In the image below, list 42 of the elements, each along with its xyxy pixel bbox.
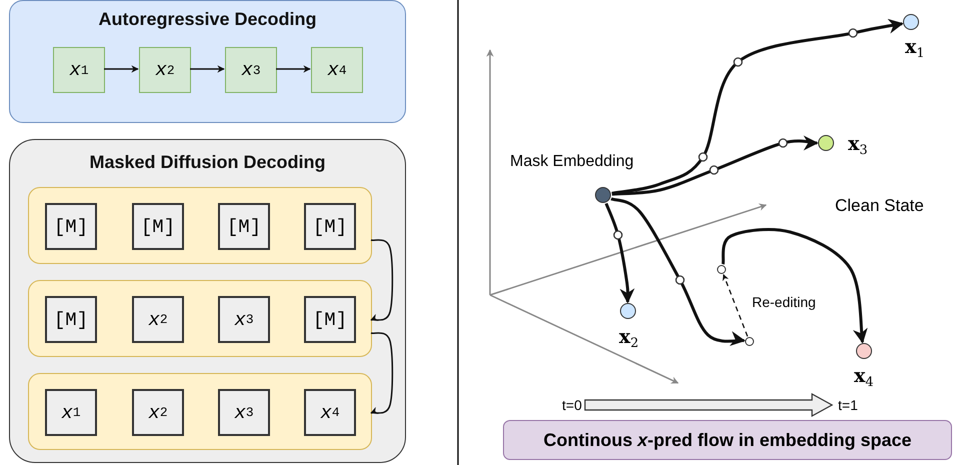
arrow bbox=[610, 197, 746, 348]
target-point bbox=[903, 14, 919, 30]
panel bbox=[9, 139, 406, 463]
panel-title: Masked Diffusion Decoding bbox=[88, 152, 327, 173]
point-label: x$_{1}$ bbox=[905, 36, 925, 61]
arrow bbox=[370, 332, 394, 416]
caption-banner bbox=[503, 420, 952, 460]
edge-label: Re-editing bbox=[752, 294, 816, 310]
banner-text: Continous x-pred flow in embedding space bbox=[543, 430, 912, 450]
step-row bbox=[28, 280, 372, 357]
arrow bbox=[604, 202, 636, 304]
embedding-point bbox=[595, 187, 611, 203]
point-label: x$_{4}$ bbox=[854, 365, 874, 390]
target-point bbox=[620, 303, 636, 319]
arrow bbox=[612, 18, 904, 195]
panel-title: Autoregressive Decoding bbox=[97, 9, 318, 30]
arrow bbox=[722, 228, 868, 344]
token-box: [M] bbox=[304, 296, 356, 343]
axis-label: Clean State bbox=[835, 196, 924, 216]
arrow bbox=[190, 65, 225, 73]
point-label: x$_{2}$ bbox=[619, 326, 639, 351]
step-row bbox=[28, 187, 372, 264]
token-box: [M] bbox=[218, 203, 270, 250]
arrow bbox=[104, 65, 139, 73]
token-box: [M] bbox=[45, 203, 97, 250]
target-point bbox=[818, 135, 834, 151]
waypoint-dot bbox=[717, 265, 726, 274]
arrow bbox=[722, 274, 748, 337]
token-box: [M] bbox=[45, 296, 97, 343]
panel bbox=[9, 0, 406, 123]
step-row bbox=[28, 373, 372, 450]
point-label: Mask Embedding bbox=[510, 153, 634, 171]
arrow bbox=[370, 239, 394, 322]
arrow bbox=[276, 65, 311, 73]
point-label: x$_{3}$ bbox=[848, 133, 868, 158]
target-point bbox=[856, 343, 872, 359]
time-label: t=1 bbox=[838, 397, 858, 413]
time-label: t=0 bbox=[562, 397, 582, 413]
token-box: [M] bbox=[132, 203, 184, 250]
token-box: [M] bbox=[304, 203, 356, 250]
arrow bbox=[612, 134, 818, 196]
waypoint-dot bbox=[745, 337, 754, 346]
